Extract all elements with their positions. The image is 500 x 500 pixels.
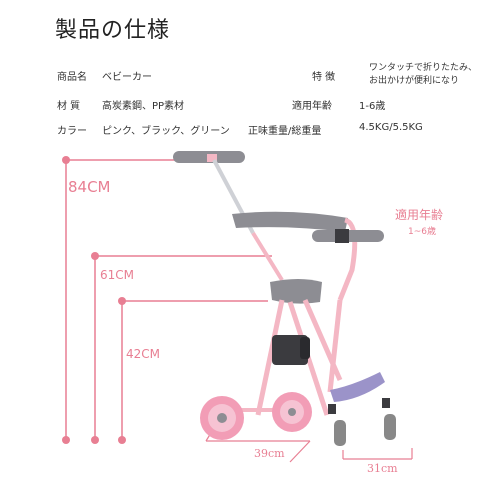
dim-rear-width: 39cm [254, 447, 285, 460]
age-callout-range: 1~6歳 [408, 227, 436, 237]
spec-value-color: ピンク、ブラック、グリーン [102, 126, 230, 137]
age-callout-label: 適用年齢 [395, 208, 444, 222]
dim-footrest-height: 42CM [126, 347, 161, 361]
spec-label-weight: 正味重量/総重量 [248, 126, 322, 137]
spec-label-color: カラー [57, 126, 87, 137]
stroller [173, 151, 396, 446]
dim-height-total: 84CM [68, 178, 111, 196]
dim-front-width: 31cm [367, 462, 398, 475]
spec-value-material: 高炭素鋼、PP素材 [102, 101, 185, 112]
dim-seat-height: 61CM [100, 268, 135, 282]
spec-value-feature-line2: お出かけが便利になり [369, 76, 460, 86]
dimension-lines [62, 156, 413, 463]
page-title: 製品の仕様 [55, 18, 171, 43]
spec-label-feature: 特 徴 [312, 72, 336, 83]
spec-value-feature-line1: ワンタッチで折りたたみ、 [369, 63, 478, 73]
spec-label-age: 適用年齢 [292, 101, 332, 112]
spec-value-age: 1-6歳 [359, 101, 386, 112]
spec-value-product-name: ベビーカー [102, 72, 152, 83]
spec-label-product-name: 商品名 [57, 72, 87, 83]
spec-label-material: 材 質 [57, 101, 81, 112]
spec-value-weight: 4.5KG/5.5KG [359, 122, 423, 133]
